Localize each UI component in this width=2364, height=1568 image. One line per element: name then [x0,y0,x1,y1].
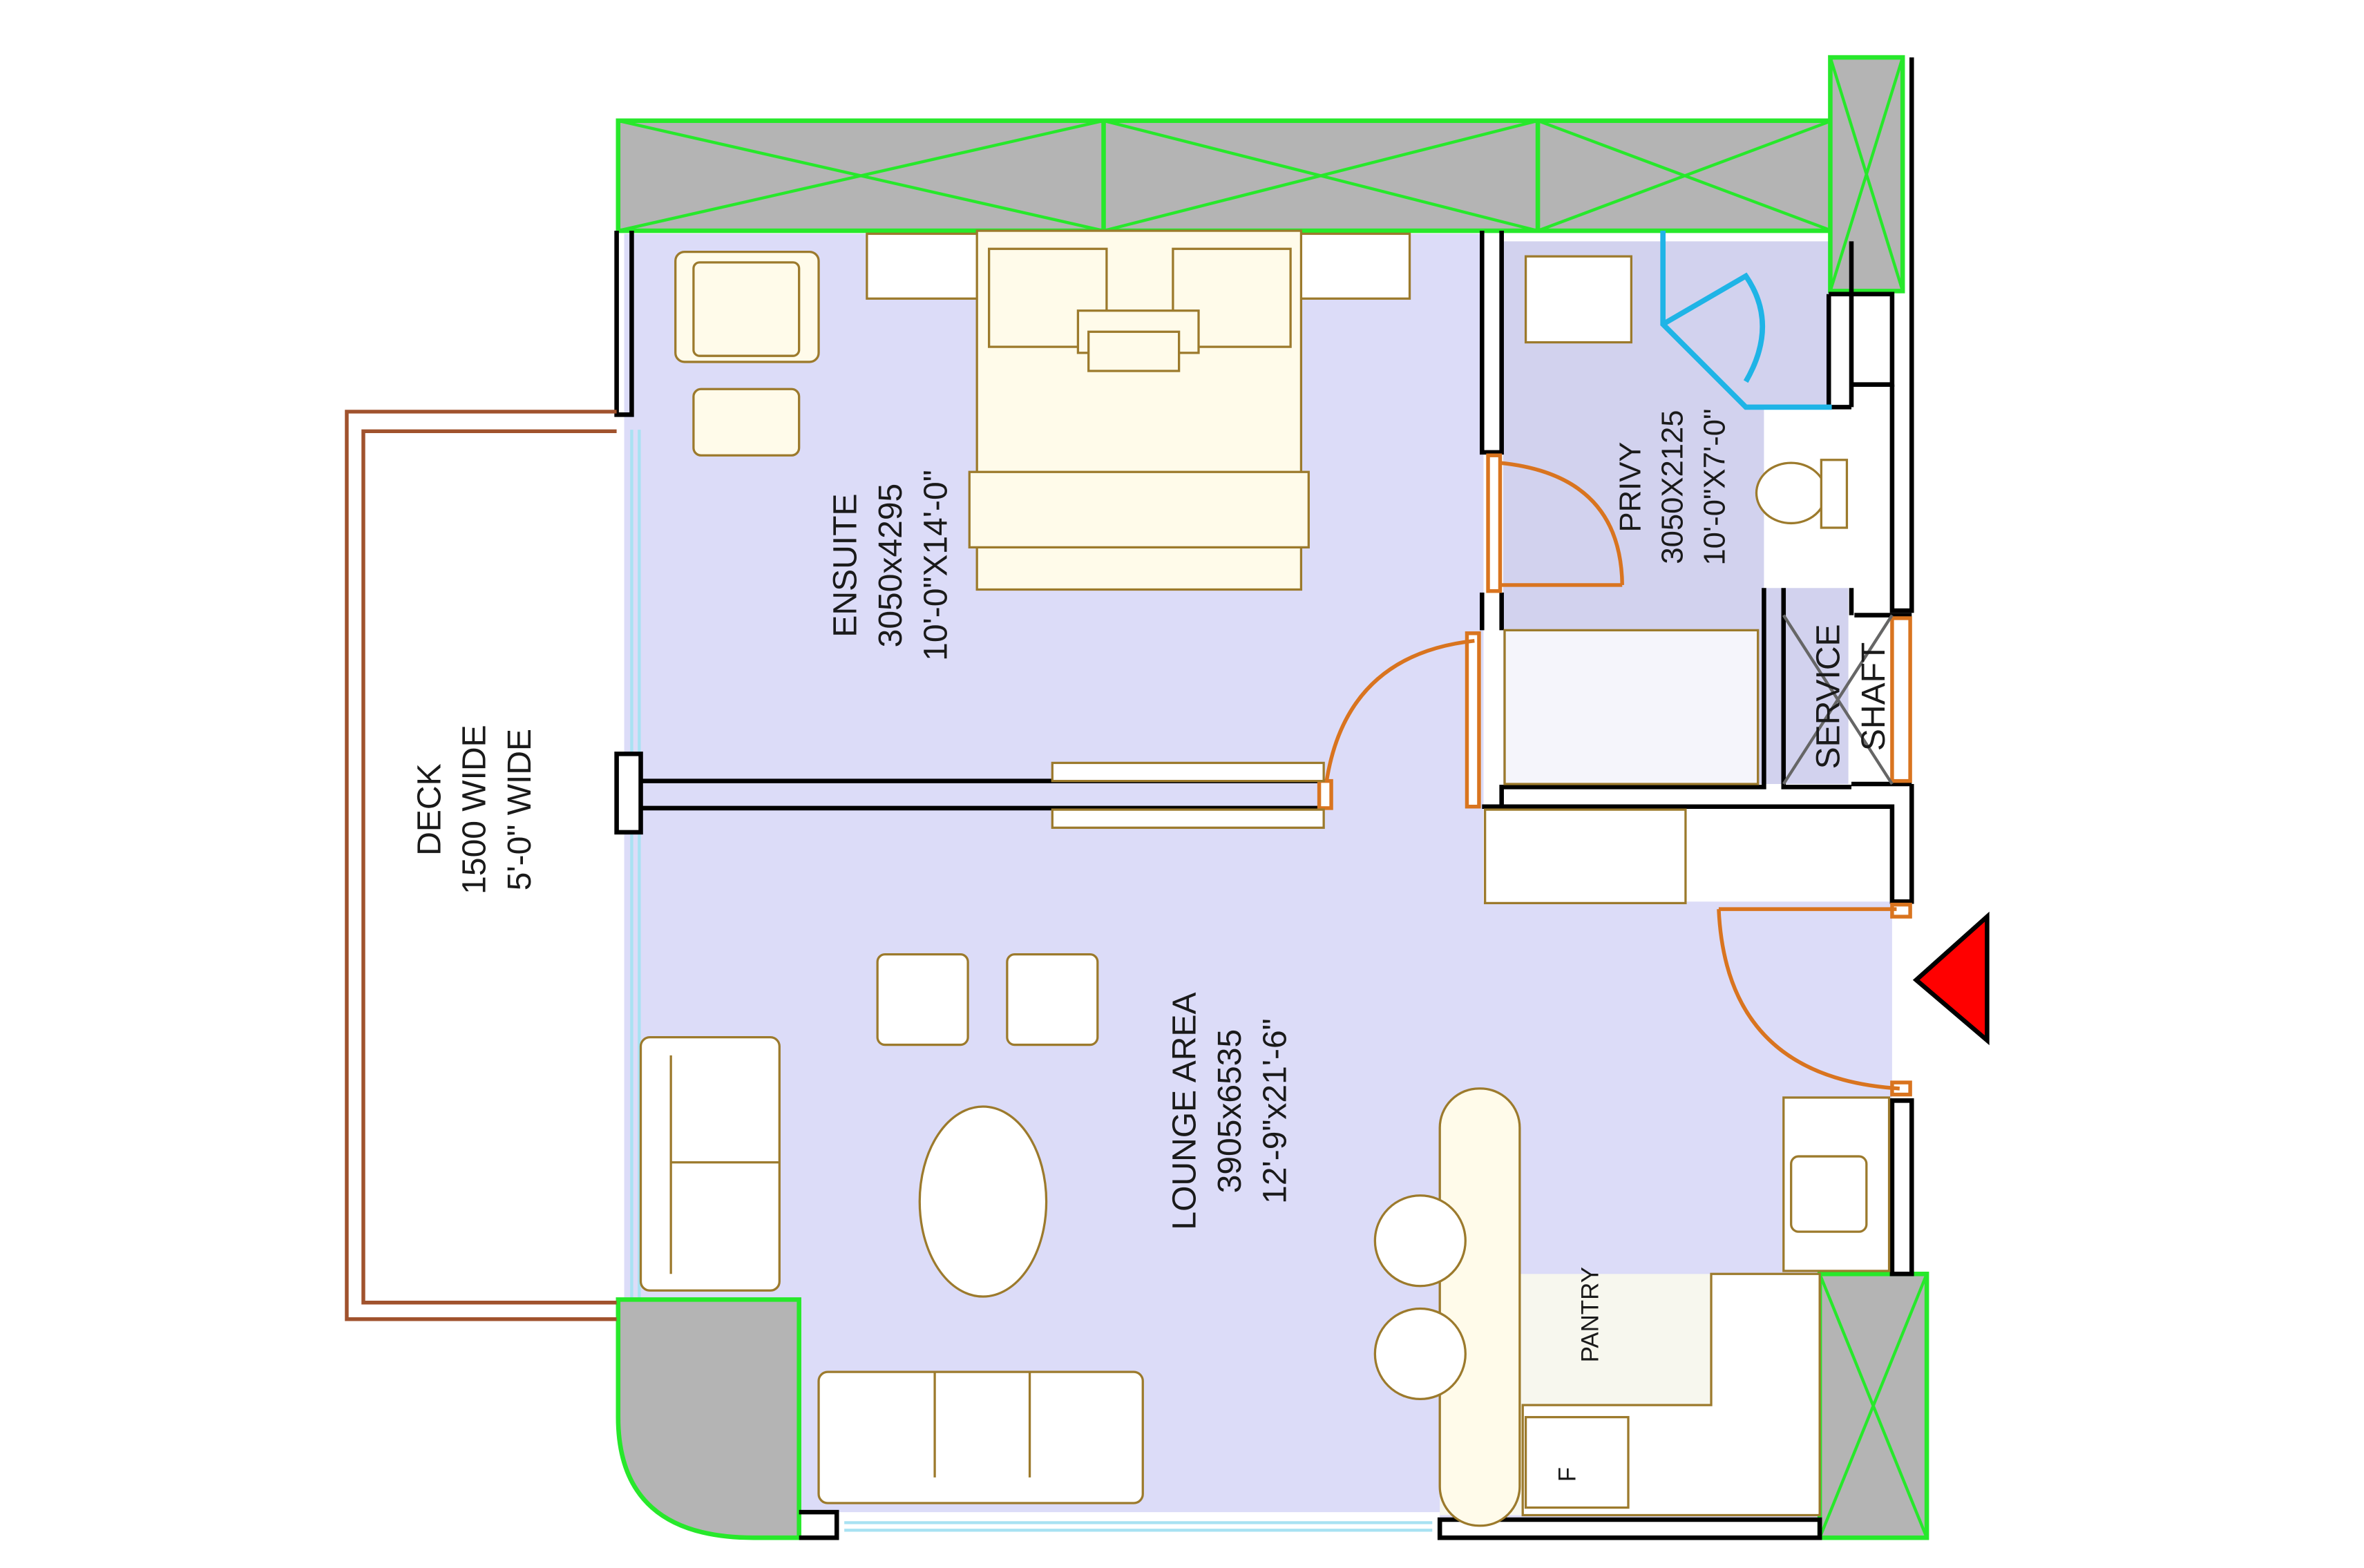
bar-stool-1 [1373,1194,1467,1288]
doors [1317,453,1912,1097]
ensuite-door [1317,631,1481,810]
ensuite-wardrobe [1051,761,1325,783]
bottom-left-column [616,1297,801,1540]
ensuite-name: ENSUITE [828,494,864,638]
pantry-label: PANTRY [1576,1267,1603,1362]
breakfast-counter [1438,1087,1521,1527]
deck-label: DECK 1500 WIDE 5'-0" WIDE [411,725,538,894]
lounge-label: LOUNGE AREA 3905x6535 12'-9"x21'-6" [1167,993,1294,1230]
sofa-three-seater [817,1370,1144,1504]
kitchen-sink [1790,1155,1868,1233]
structural-elements [616,55,1929,1540]
top-beam [616,118,1834,233]
ottoman [692,388,801,457]
deck-name: DECK [411,763,448,855]
lounge-size-mm: 3905x6535 [1212,1029,1248,1194]
glazing [630,430,1433,1532]
ensuite-size-ft: 10'-0"X14'-0" [918,470,955,661]
fridge [1524,1415,1630,1509]
deck-size-ft: 5'-0" WIDE [502,729,538,890]
fridge-mark: F [1554,1467,1581,1482]
service-shaft-door [1890,616,1912,783]
bed [866,229,1411,591]
hall-wardrobe [1484,808,1687,905]
labels: DECK 1500 WIDE 5'-0" WIDE ENSUITE 3050x4… [411,409,1892,1482]
armchair-left [876,953,969,1046]
bottom-right-column [1817,1272,1929,1540]
deck [345,410,617,1321]
privy-label: PRIVY 3050X2125 10'-0"X7'-0" [1613,409,1731,566]
toilet-cistern [1820,459,1849,529]
pantry-name: PANTRY [1576,1267,1603,1362]
privy-size-mm: 3050X2125 [1656,410,1690,564]
washbasin [1524,255,1632,344]
ensuite-size-mm: 3050x4295 [873,484,909,648]
service-shaft-label: SERVICE SHAFT [1811,624,1892,769]
service-shaft-line1: SERVICE [1811,624,1847,769]
lounge-size-ft: 12'-9"x21'-6" [1257,1018,1294,1204]
lounge-wardrobe [1051,808,1325,829]
toilet-bowl [1755,461,1827,525]
shower-screen [1660,231,1832,410]
privy-door [1486,453,1624,593]
service-shaft-line2: SHAFT [1856,642,1892,751]
privy-size-ft: 10'-0"X7'-0" [1698,409,1732,566]
sofa-two-seater [639,1036,781,1292]
coffee-table [918,1105,1048,1298]
top-right-column [1828,55,1905,294]
privy-wardrobe [1503,629,1760,785]
furniture [639,229,1891,1527]
fridge-label: F [1554,1467,1581,1482]
armchair [674,250,820,363]
lounge-name: LOUNGE AREA [1167,993,1203,1230]
service-shaft-cross [1782,614,1894,785]
red-triangle-entry-icon [1912,911,1990,1046]
deck-size-mm: 1500 WIDE [457,725,493,894]
entry-door [1717,902,1912,1097]
bar-stool-2 [1373,1307,1467,1401]
armchair-right [1006,953,1099,1046]
privy-name: PRIVY [1613,442,1647,533]
ensuite-label: ENSUITE 3050x4295 10'-0"X14'-0" [828,470,955,661]
